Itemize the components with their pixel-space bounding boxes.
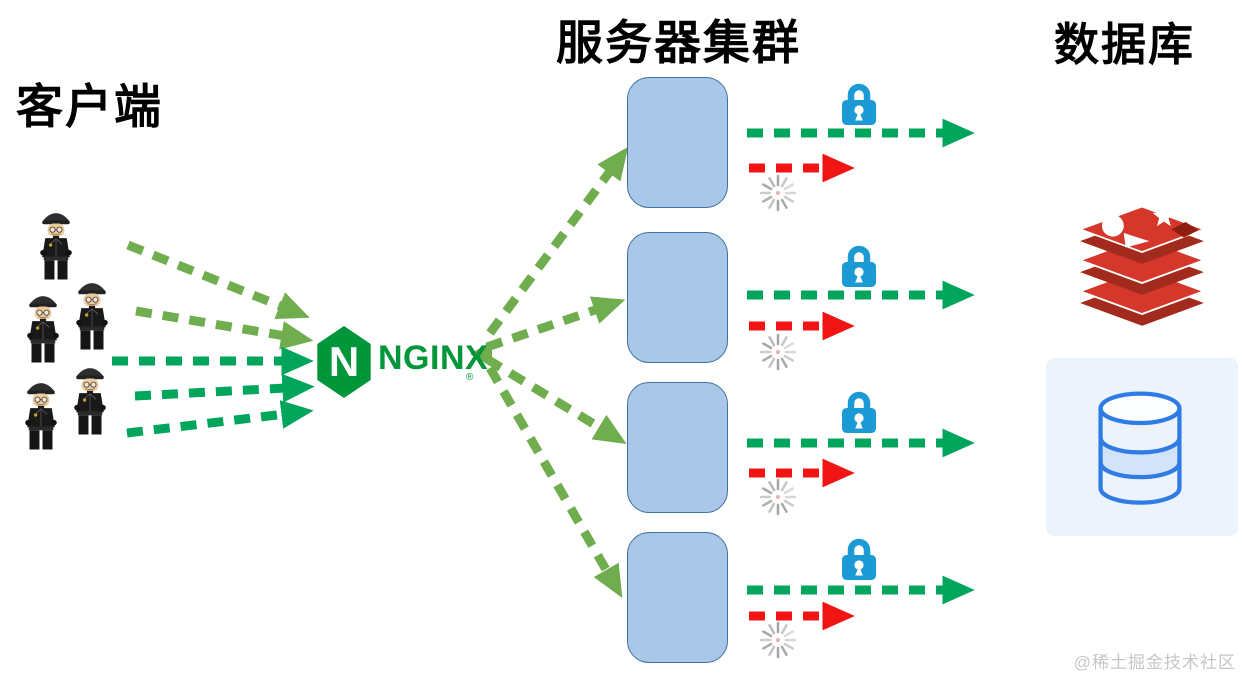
- nginx-logo: N: [317, 326, 371, 398]
- padlock-icon: [840, 82, 878, 126]
- nginx-registered-mark: ®: [466, 372, 474, 383]
- nginx-wordmark: NGINX: [378, 339, 489, 377]
- database-cylinder-glyph: [1082, 380, 1198, 514]
- nginx-fan-arrow-1: [486, 146, 629, 336]
- return-arrowhead-to-nginx: [470, 341, 492, 367]
- clients-title: 客户端: [16, 80, 163, 133]
- nginx-fan-arrow-3: [484, 355, 627, 444]
- watermark: @稀土掘金技术社区: [1073, 653, 1236, 672]
- server-box-3: [627, 382, 728, 513]
- spinner-icon: [758, 332, 798, 372]
- server-box-4: [627, 532, 728, 663]
- client-arrow-5: [126, 400, 314, 438]
- redis-logo: [1062, 202, 1222, 334]
- padlock-icon: [840, 244, 878, 288]
- spinner-icon: [758, 173, 798, 213]
- padlock-icon: [840, 390, 878, 434]
- client-arrow-1: [126, 240, 310, 320]
- spinner-icon: [758, 620, 798, 660]
- server-box-2: [627, 232, 728, 363]
- server-box-1: [627, 77, 728, 208]
- database-title: 数据库: [1054, 19, 1196, 70]
- padlock-icon: [840, 537, 878, 581]
- nginx-fan-arrow-2: [485, 296, 626, 352]
- nginx-fan-arrow-4: [486, 365, 623, 598]
- client-arrow-4: [134, 373, 315, 403]
- server-cluster-title: 服务器集群: [556, 16, 801, 69]
- client-arrow-2: [135, 306, 314, 350]
- spinner-icon: [758, 477, 798, 517]
- nginx-logo-letter: N: [328, 338, 360, 385]
- database-cylinder-icon: [1046, 358, 1238, 536]
